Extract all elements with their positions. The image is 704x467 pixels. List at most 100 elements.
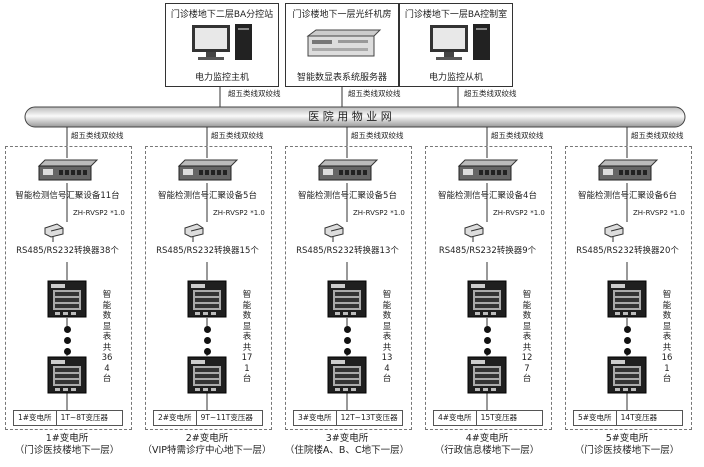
ellipsis-dot [204,326,211,333]
substation-location: （门诊医技楼地下一层） [14,445,120,456]
converter-label: RS485/RS232转换器20个 [576,246,679,256]
ellipsis-dot [204,348,211,355]
station-name-cell: 1#变电所 [14,411,57,425]
station-name-cell: 5#变电所 [574,411,617,425]
server-box-3: 门诊楼地下一层BA控制室 电力监控从机 [399,3,513,87]
collector-label: 智能检测信号汇聚设备11台 [15,191,120,201]
substation-name: 3#变电所 [325,433,369,444]
rack-server-icon [306,29,382,57]
smart-meter-icon [467,356,507,394]
signal-collector-icon [175,158,239,182]
substation-location: （行政信息楼地下一层） [434,445,540,456]
signal-collector-icon [455,158,519,182]
server-caption: 电力监控从机 [428,73,483,83]
cable-label: 超五类线双绞线 [464,89,517,98]
server-caption: 智能数显表系统服务器 [296,73,387,83]
signal-collector-icon [595,158,659,182]
smart-meter-icon [187,356,227,394]
converter-icon [43,222,65,238]
substation-1 [5,146,132,430]
converter-model: ZH-RVSP2 *1.0 [633,209,685,217]
substation-location: （门诊医技楼地下一层） [574,445,680,456]
transformer-cell: 12T~13T变压器 [340,413,398,422]
converter-model: ZH-RVSP2 *1.0 [493,209,545,217]
converter-model: ZH-RVSP2 *1.0 [353,209,405,217]
meter-count-label: 智能数显表共127台 [521,290,533,384]
substation-location: （住院楼A、B、C地下一层） [284,445,410,456]
substation-name: 2#变电所 [185,433,229,444]
ellipsis-dot [64,337,71,344]
converter-model: ZH-RVSP2 *1.0 [73,209,125,217]
cable-label: 超五类线双绞线 [211,131,264,140]
transformer-cell: 1T~8T变压器 [60,413,109,422]
smart-meter-icon [467,280,507,318]
smart-meter-icon [47,280,87,318]
ellipsis-dot [344,348,351,355]
cable-label: 超五类线双绞线 [491,131,544,140]
converter-icon [323,222,345,238]
network-bus [24,106,686,128]
ellipsis-dot [624,337,631,344]
collector-label: 智能检测信号汇聚设备5台 [298,191,397,201]
ellipsis-dot [204,337,211,344]
smart-meter-icon [327,280,367,318]
converter-icon [463,222,485,238]
converter-icon [603,222,625,238]
server-caption: 电力监控主机 [194,73,249,83]
substation-3 [285,146,412,430]
collector-label: 智能检测信号汇聚设备6台 [578,191,677,201]
converter-model: ZH-RVSP2 *1.0 [213,209,265,217]
desktop-computer-icon [192,24,252,60]
station-name-cell: 4#变电所 [434,411,477,425]
ellipsis-dot [344,337,351,344]
smart-meter-icon [187,280,227,318]
converter-icon [183,222,205,238]
smart-meter-icon [327,356,367,394]
ellipsis-dot [624,348,631,355]
meter-count-label: 智能数显表共364台 [101,290,113,384]
converter-label: RS485/RS232转换器13个 [296,246,399,256]
ellipsis-dot [64,326,71,333]
server-box-1: 门诊楼地下二层BA分控站 电力监控主机 [165,3,279,87]
substation-5 [565,146,692,430]
cable-label: 超五类线双绞线 [348,89,401,98]
smart-meter-icon [607,356,647,394]
ellipsis-dot [484,337,491,344]
server-title: 门诊楼地下一层BA控制室 [404,10,508,20]
meter-count-label: 智能数显表共134台 [381,290,393,384]
collector-label: 智能检测信号汇聚设备5台 [158,191,257,201]
transformer-cell: 9T~11T变压器 [200,413,253,422]
ellipsis-dot [624,326,631,333]
signal-collector-icon [315,158,379,182]
signal-collector-icon [35,158,99,182]
network-label: 医 院 用 物 业 网 [308,110,392,123]
desktop-computer-icon [430,24,490,60]
converter-label: RS485/RS232转换器38个 [16,246,119,256]
smart-meter-icon [47,356,87,394]
smart-meter-icon [607,280,647,318]
collector-label: 智能检测信号汇聚设备4台 [438,191,537,201]
substation-location: （VIP特需诊疗中心地下一层） [142,445,272,456]
converter-label: RS485/RS232转换器9个 [438,246,537,256]
substation-2 [145,146,272,430]
cable-label: 超五类线双绞线 [631,131,684,140]
transformer-cell: 14T变压器 [620,413,658,422]
ellipsis-dot [484,348,491,355]
meter-count-label: 智能数显表共161台 [661,290,673,384]
cable-label: 超五类线双绞线 [351,131,404,140]
converter-label: RS485/RS232转换器15个 [156,246,259,256]
substation-name: 5#变电所 [605,433,649,444]
server-box-2: 门诊楼地下一层光纤机房 智能数显表系统服务器 [285,3,399,87]
station-name-cell: 3#变电所 [294,411,337,425]
transformer-cell: 15T变压器 [480,413,518,422]
cable-label: 超五类线双绞线 [71,131,124,140]
substation-name: 1#变电所 [45,433,89,444]
server-title: 门诊楼地下二层BA分控站 [170,10,274,20]
meter-count-label: 智能数显表共171台 [241,290,253,384]
